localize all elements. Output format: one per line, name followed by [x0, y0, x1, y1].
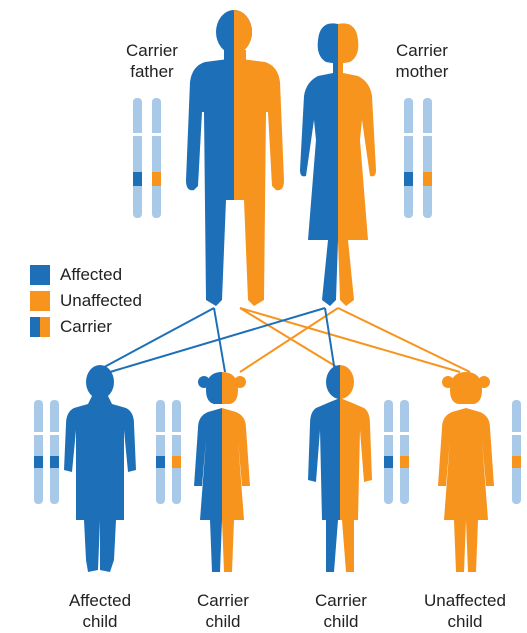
unaffected-swatch-icon [30, 291, 50, 311]
legend: Affected Unaffected Carrier [30, 262, 142, 340]
mother-label-line2: mother [380, 61, 464, 82]
child2-label-line2: child [178, 611, 268, 632]
child2-figure [194, 372, 250, 572]
child2-label-line1: Carrier [178, 590, 268, 611]
child4-label-line2: child [410, 611, 520, 632]
child3-chromosomes [382, 400, 411, 504]
child1-label-line2: child [50, 611, 150, 632]
mother-chromosomes [402, 98, 434, 218]
legend-item-carrier: Carrier [30, 314, 142, 340]
child1-chromosomes [32, 400, 61, 504]
father-figure [186, 10, 284, 306]
father-label-line2: father [112, 61, 192, 82]
child4-figure [438, 372, 494, 572]
child3-label-line1: Carrier [296, 590, 386, 611]
child3-label: Carrier child [296, 590, 386, 632]
affected-swatch-icon [30, 265, 50, 285]
inheritance-lines [95, 308, 470, 372]
mother-figure [300, 23, 376, 306]
legend-item-unaffected: Unaffected [30, 288, 142, 314]
child1-figure [64, 365, 136, 572]
legend-item-affected: Affected [30, 262, 142, 288]
child1-label-line1: Affected [50, 590, 150, 611]
father-label: Carrier father [112, 40, 192, 82]
legend-label-affected: Affected [60, 265, 122, 285]
child4-chromosomes [510, 400, 523, 504]
child3-label-line2: child [296, 611, 386, 632]
father-chromosomes [131, 98, 163, 218]
mother-label-line1: Carrier [380, 40, 464, 61]
child2-chromosomes [154, 400, 183, 504]
mother-label: Carrier mother [380, 40, 464, 82]
child3-figure [308, 365, 372, 572]
line-father-to-child4 [240, 308, 460, 372]
child4-label: Unaffected child [410, 590, 520, 632]
line-mother-to-child4 [338, 308, 470, 372]
child1-label: Affected child [50, 590, 150, 632]
child2-label: Carrier child [178, 590, 268, 632]
legend-label-carrier: Carrier [60, 317, 112, 337]
legend-label-unaffected: Unaffected [60, 291, 142, 311]
father-label-line1: Carrier [112, 40, 192, 61]
carrier-swatch-icon [30, 317, 50, 337]
child4-label-line1: Unaffected [410, 590, 520, 611]
